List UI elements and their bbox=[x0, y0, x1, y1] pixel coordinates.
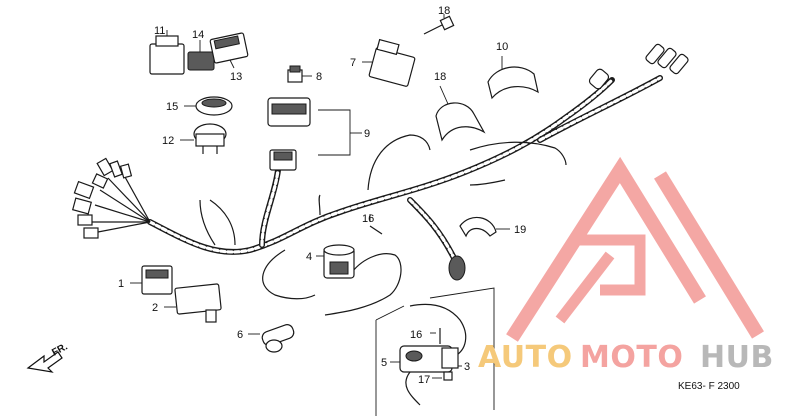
figure-code: KE63- F 2300 bbox=[678, 381, 740, 392]
callout-17: 17 bbox=[418, 374, 430, 386]
watermark-brand-text: AUTO MOTO HUB bbox=[478, 340, 774, 375]
callout-15: 15 bbox=[166, 101, 178, 113]
part-4-ignition-coil bbox=[316, 244, 355, 279]
callout-7: 7 bbox=[350, 57, 356, 69]
callout-numbers: 11 14 13 18 10 7 8 18 15 9 12 16 19 4 1 … bbox=[118, 5, 526, 386]
callout-1: 1 bbox=[118, 278, 124, 290]
main-wire-harness bbox=[92, 75, 663, 316]
callout-6: 6 bbox=[237, 329, 243, 341]
callout-18-right: 19 bbox=[514, 224, 526, 236]
callout-8: 8 bbox=[316, 71, 322, 83]
harness-plug bbox=[448, 255, 466, 281]
part-18-band-right bbox=[459, 216, 510, 238]
part-11-relay bbox=[149, 30, 185, 75]
callout-2: 2 bbox=[152, 302, 158, 314]
callout-10: 10 bbox=[496, 41, 508, 53]
callout-14: 14 bbox=[192, 29, 204, 41]
callout-13: 13 bbox=[230, 71, 242, 83]
part-14-connector bbox=[187, 40, 215, 71]
part-16-bolt-upper bbox=[369, 214, 383, 235]
callout-5: 5 bbox=[381, 357, 387, 369]
watermark-triangle-icon bbox=[506, 156, 764, 342]
watermark-logo bbox=[506, 156, 764, 342]
watermark-hub: HUB bbox=[700, 340, 774, 375]
callout-4: 4 bbox=[306, 251, 312, 263]
front-direction-label: FR. bbox=[50, 341, 70, 358]
left-connector-fan bbox=[71, 157, 133, 239]
part-8-clip bbox=[287, 65, 312, 83]
part-10-band bbox=[487, 56, 539, 100]
part-13-connector bbox=[209, 32, 249, 69]
callout-12: 12 bbox=[162, 135, 174, 147]
callout-3: 3 bbox=[464, 361, 470, 373]
right-terminal-connectors bbox=[588, 43, 689, 90]
callout-18-upper: 18 bbox=[434, 71, 446, 83]
callout-16-lower: 16 bbox=[410, 329, 422, 341]
part-12-flasher bbox=[180, 123, 227, 154]
part-7-ignition-unit bbox=[362, 38, 416, 87]
part-6-spark-plug-cap bbox=[248, 324, 295, 353]
part-19-bolt bbox=[423, 14, 455, 35]
part-2-relay bbox=[164, 283, 222, 323]
part-1-regulator bbox=[130, 265, 173, 295]
callout-11: 11 bbox=[154, 25, 165, 37]
callout-19: 18 bbox=[438, 5, 450, 17]
part-18-band-upper bbox=[435, 85, 486, 142]
inset-box bbox=[375, 287, 495, 416]
callout-16-upper: 16 bbox=[362, 213, 374, 225]
watermark-moto: MOTO bbox=[580, 340, 683, 375]
part-9-connector-set bbox=[267, 97, 362, 171]
front-direction-arrow: FR. bbox=[26, 341, 70, 373]
watermark-auto: AUTO bbox=[478, 340, 573, 375]
callout-9: 9 bbox=[364, 128, 370, 140]
part-15-grommet bbox=[184, 96, 233, 116]
